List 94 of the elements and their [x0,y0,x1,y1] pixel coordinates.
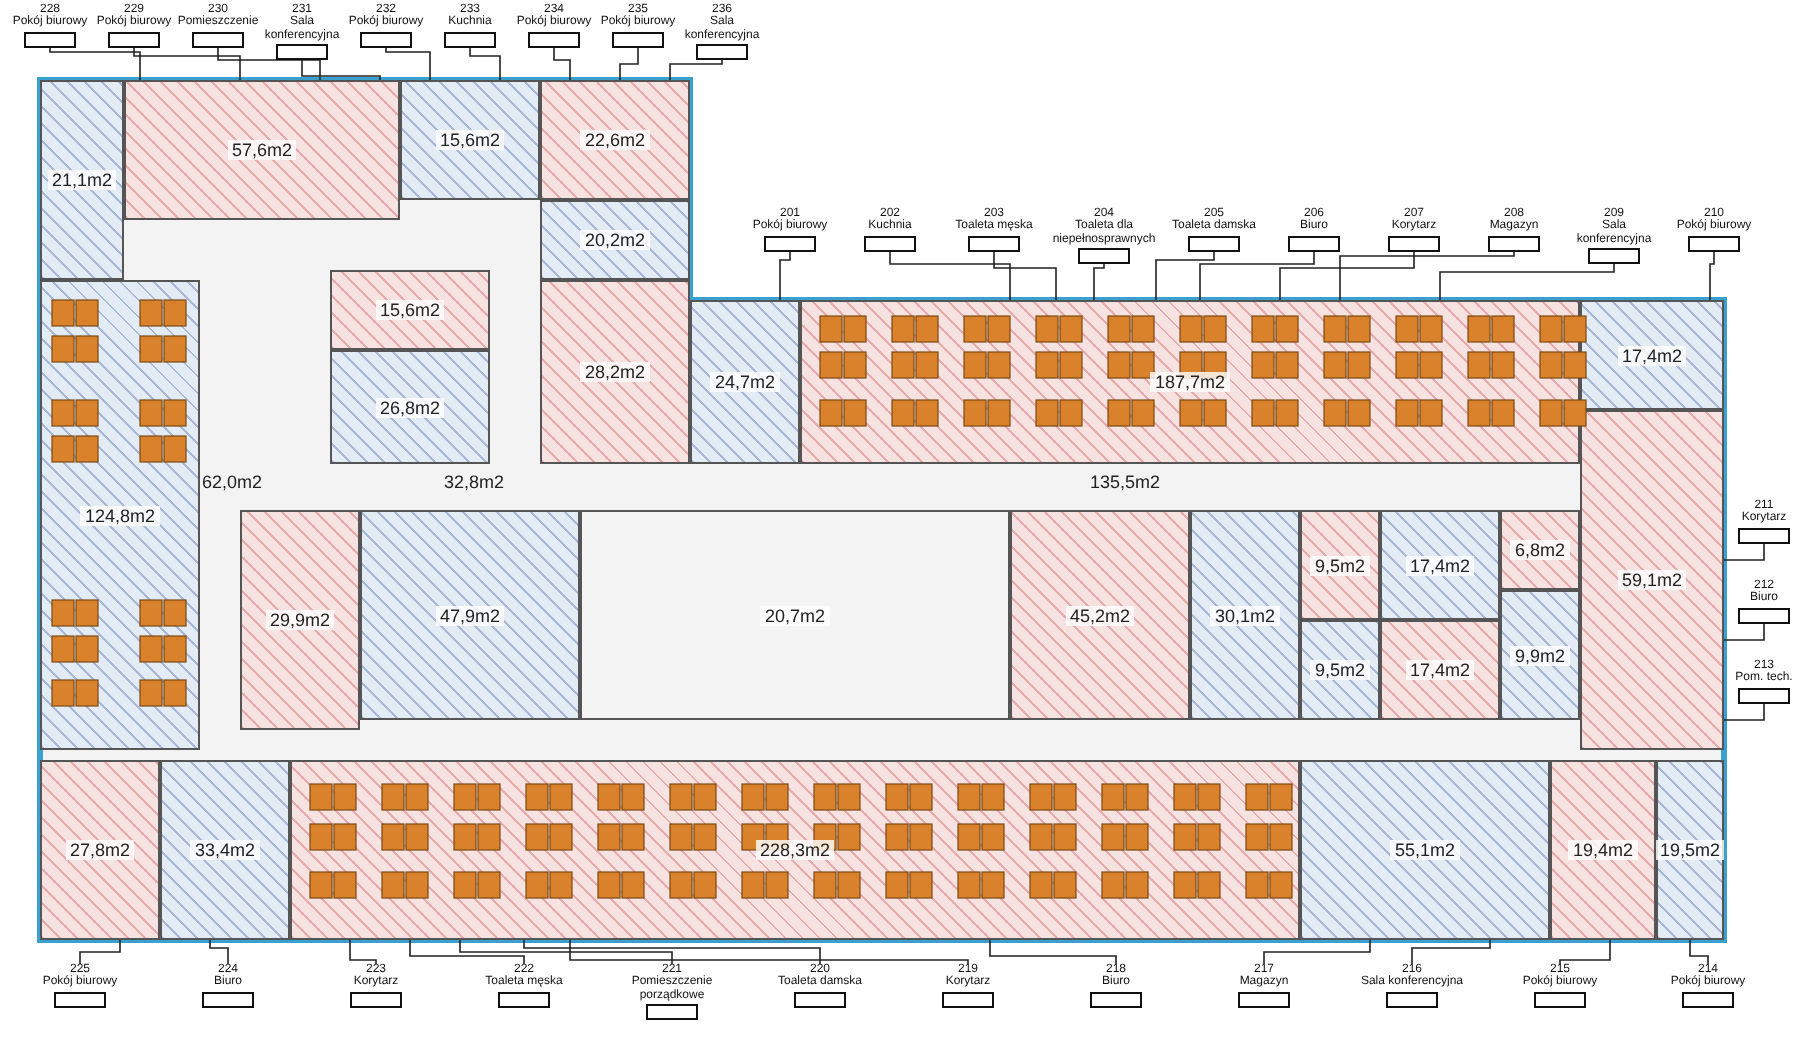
area-label: 135,5m2 [1090,472,1161,492]
leader-line [133,47,241,81]
leader-line [409,939,525,965]
room [540,200,690,280]
area-label: 20,2m2 [580,230,650,250]
area-label: 21,1m2 [47,170,117,190]
room [1300,760,1550,940]
leader-line [1339,251,1515,301]
leader-line [523,939,821,965]
leader-line [209,939,229,965]
room [330,270,490,350]
leader-line [619,47,639,81]
room [400,80,540,200]
area-label: 45,2m2 [1065,605,1135,625]
area-label: 228,3m2 [755,840,835,860]
area-label: 55,1m2 [1390,840,1460,860]
room [40,80,124,280]
leader-line [1709,251,1715,301]
area-label: 47,9m2 [435,605,505,625]
leader-line [1559,939,1611,965]
leader-line [1723,623,1765,641]
area-label: 19,5m2 [1655,840,1725,860]
leader-line [1689,939,1709,965]
area-label: 28,2m2 [580,362,650,382]
leader-line [1263,939,1371,965]
leader-line [1723,543,1765,561]
area-label: 24,7m2 [710,372,780,392]
leader-line [889,251,1011,301]
leader-line [301,59,381,81]
room [360,510,580,720]
area-label: 32,8m2 [444,472,505,492]
leader-line [49,47,141,81]
area-label: 17,4m2 [1405,555,1475,575]
leader-line [569,939,969,965]
area-label: 59,1m2 [1617,570,1687,590]
area-label: 15,6m2 [375,300,445,320]
leader-line [469,47,501,81]
room [540,80,690,200]
area-label: 26,8m2 [375,397,445,417]
leader-line [349,939,377,965]
room [1656,760,1724,940]
room [330,350,490,464]
leader-line [459,939,673,965]
leader-line [385,47,431,81]
room [1500,510,1580,590]
room [540,280,690,464]
room [1380,510,1500,620]
room [1300,510,1380,620]
room [40,760,160,940]
area-label: 187,7m2 [1150,372,1230,392]
area-label: 9,5m2 [1310,555,1369,575]
leader-line [1155,251,1215,301]
leader-line [1093,263,1105,301]
area-label: 29,9m2 [265,610,335,630]
leader-line [779,251,791,301]
area-label: 17,4m2 [1617,345,1687,365]
leader-line [1199,251,1315,301]
area-label: 6,8m2 [1510,540,1569,560]
room [240,510,360,730]
area-label: 19,4m2 [1568,840,1638,860]
leader-line [1411,939,1491,965]
area-label: 62,0m2 [202,472,263,492]
area-label: 9,9m2 [1510,645,1569,665]
leader-line [669,59,723,81]
room [1300,620,1380,720]
room [690,300,800,464]
area-label: 17,4m2 [1405,660,1475,680]
room [124,80,400,220]
area-label: 20,7m2 [760,605,830,625]
room [1010,510,1190,720]
area-label: 15,6m2 [435,130,505,150]
leader-line [993,251,1057,301]
area-label: 124,8m2 [80,505,160,525]
room [1190,510,1300,720]
room [1580,300,1724,410]
room [1580,410,1724,750]
room [160,760,290,940]
area-label: 57,6m2 [227,140,297,160]
room [1500,590,1580,720]
area-label: 30,1m2 [1210,605,1280,625]
area-label: 27,8m2 [65,840,135,860]
area-label: 9,5m2 [1310,660,1369,680]
leader-line [217,47,321,81]
leader-line [1439,263,1615,301]
room [1550,760,1656,940]
leader-line [989,939,1117,965]
leader-line [79,939,121,965]
area-label: 22,6m2 [580,130,650,150]
room [1380,620,1500,720]
leader-line [553,47,571,81]
leader-line [1723,703,1765,721]
area-label: 33,4m2 [190,840,260,860]
room [580,510,1010,720]
leader-line [1279,251,1415,301]
